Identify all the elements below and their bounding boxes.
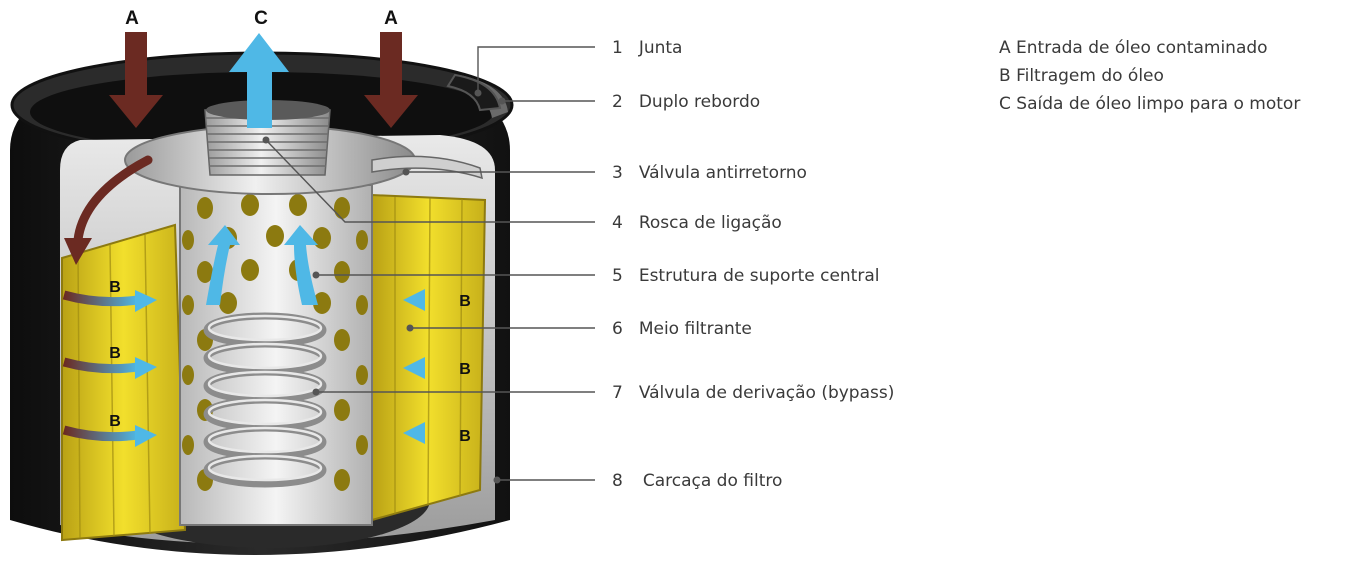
flow-letter-b: B	[459, 428, 471, 445]
outlet-arrow-icon	[229, 33, 289, 128]
flow-letter-b: B	[109, 413, 121, 430]
flow-letter-b: B	[109, 345, 121, 362]
anti-drain-valve	[371, 155, 483, 180]
flow-letter-a-left: A	[125, 8, 139, 29]
filtration-arrow-icon	[62, 357, 157, 379]
legend-line-a: A Entrada de óleo contaminado	[999, 38, 1268, 58]
leader-line-1	[477, 46, 595, 93]
leader-lines	[265, 46, 595, 481]
inlet-arrow-icon	[364, 32, 418, 128]
leader-line-4	[265, 139, 595, 223]
outlet-arrow-icon	[284, 225, 318, 305]
filter-illustration	[10, 32, 514, 555]
flow-letters: A C A B B B B B B	[109, 8, 471, 445]
flow-letter-b: B	[109, 279, 121, 296]
filtration-arrow-icon	[62, 425, 157, 447]
filtration-arrow-icon	[62, 290, 157, 312]
flow-letter-c: C	[254, 8, 268, 29]
inlet-flow-curve	[73, 155, 153, 245]
outlet-arrow-icon	[206, 225, 240, 305]
flow-letter-a-right: A	[384, 8, 398, 29]
leader-dots	[262, 89, 506, 484]
flow-letter-b: B	[459, 293, 471, 310]
inlet-arrow-icon	[109, 32, 163, 128]
tube-perforations	[182, 194, 368, 491]
filtration-arrow-icon	[403, 357, 455, 379]
filtration-arrow-icon	[403, 289, 455, 311]
filtration-arrow-icon	[403, 422, 455, 444]
flow-legend: A Entrada de óleo contaminado B Filtrage…	[999, 38, 1300, 114]
filter-media-left	[61, 223, 187, 542]
flow-letter-b: B	[459, 361, 471, 378]
legend-line-b: B Filtragem do óleo	[999, 66, 1164, 86]
legend-line-c: C Saída de óleo limpo para o motor	[999, 94, 1300, 114]
